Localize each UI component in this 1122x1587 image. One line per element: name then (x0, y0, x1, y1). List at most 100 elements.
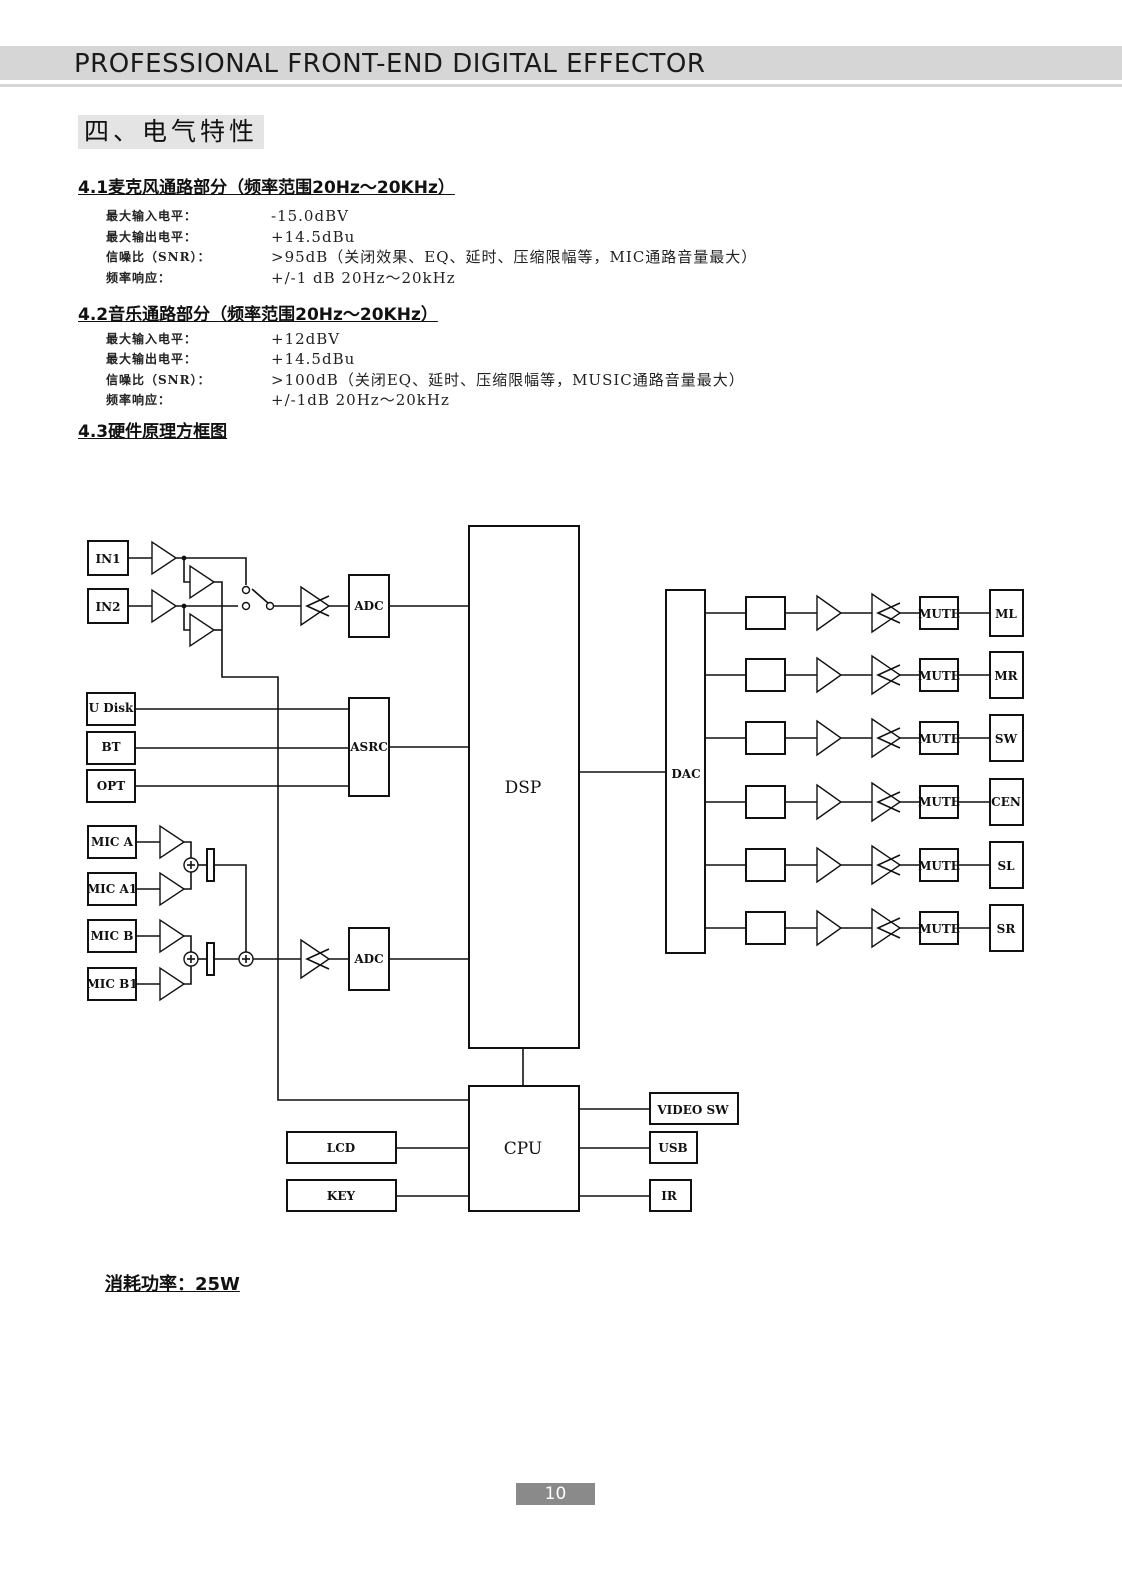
key-box (286, 1179, 397, 1212)
ir-label: IR (661, 1189, 678, 1203)
wire (183, 606, 190, 631)
video-sw-label: VIDEO SW (656, 1103, 729, 1117)
spec-value: +14.5dBu (271, 350, 356, 368)
spec-value: -15.0dBV (271, 207, 349, 225)
music-section-heading: 4.2音乐通路部分（频率范围20Hz～20KHz） (78, 305, 438, 325)
mute-block (919, 848, 959, 882)
amplifier-symbol (816, 719, 843, 757)
output-box (989, 714, 1024, 762)
input-label-mic-a: MIC A (91, 835, 134, 849)
mute-block (919, 785, 959, 819)
in1-box (87, 540, 129, 576)
asrc-block (348, 697, 390, 797)
wire (184, 872, 192, 890)
cpu-label: CPU (504, 1139, 542, 1159)
filter-block (745, 848, 786, 882)
amplifier-symbol (300, 585, 331, 627)
in2-box (87, 588, 129, 624)
amplifier-inner (876, 727, 901, 749)
amplifier-symbol (816, 594, 843, 632)
wire (184, 935, 192, 952)
amplifier-symbol (816, 783, 843, 821)
amplifier-inner (876, 602, 901, 624)
input-label-mic-b: MIC B (91, 929, 134, 943)
mic-a1-box (87, 872, 137, 906)
key-label: KEY (327, 1189, 356, 1203)
mic-section-heading: 4.1麦克风通路部分（频率范围20Hz～20KHz） (78, 178, 455, 198)
spec-label: 最大输入电平： (106, 209, 198, 223)
switch-contact (241, 585, 251, 595)
usb-box (649, 1131, 698, 1164)
wire (184, 841, 192, 858)
output-label-sl: SL (997, 859, 1015, 873)
udisk-box (86, 692, 136, 726)
lcd-box (286, 1131, 397, 1164)
header-rule (0, 84, 1122, 87)
cpu-block (468, 1085, 580, 1212)
input-label-bt: BT (101, 740, 120, 754)
mute-block (919, 721, 959, 755)
amplifier-symbol (189, 564, 216, 600)
amplifier-inner (876, 917, 901, 939)
mic-b1-box (87, 967, 137, 1001)
output-label-sr: SR (997, 922, 1017, 936)
lcd-label: LCD (327, 1141, 355, 1155)
spec-value: +12dBV (271, 330, 341, 348)
wire (176, 557, 247, 585)
power-consumption: 消耗功率：25W (105, 1274, 240, 1295)
ir-box (649, 1179, 692, 1212)
adc-label-bottom: ADC (353, 952, 383, 966)
spec-value: >95dB（关闭效果、EQ、延时、压缩限幅等，MIC通路音量最大） (271, 248, 758, 266)
mute-label: MUTE (918, 732, 960, 746)
output-label-ml: ML (995, 607, 1017, 621)
amplifier-symbol (871, 592, 902, 634)
input-label-mic-a1: MIC A1 (87, 882, 137, 896)
amplifier-inner (876, 854, 901, 876)
filter-block (745, 785, 786, 819)
spec-label: 最大输出电平： (106, 230, 198, 244)
mic-b-box (87, 919, 137, 953)
amplifier-inner (305, 595, 330, 617)
amplifier-symbol (871, 717, 902, 759)
input-label-mic-b1: MIC B1 (86, 977, 137, 991)
output-box (989, 904, 1024, 952)
adc-label-top: ADC (353, 599, 383, 613)
junction-dot (181, 555, 187, 561)
mute-block (919, 911, 959, 945)
output-label-sw: SW (995, 732, 1018, 746)
amplifier-inner (876, 791, 901, 813)
spec-label: 频率响应： (106, 393, 172, 407)
spec-value: >100dB（关闭EQ、延时、压缩限幅等，MUSIC通路音量最大） (271, 371, 745, 389)
mute-label: MUTE (918, 795, 960, 809)
mute-label: MUTE (918, 922, 960, 936)
amplifier-symbol (871, 654, 902, 696)
diagram-heading: 4.3硬件原理方框图 (78, 422, 228, 442)
amplifier-symbol (151, 540, 178, 576)
output-box (989, 651, 1024, 699)
spec-value: +/-1 dB 20Hz～20kHz (271, 269, 456, 287)
input-label-in1: IN1 (96, 552, 121, 566)
mic-a-box (87, 825, 137, 859)
spec-label: 信噪比（SNR）： (106, 373, 211, 387)
mute-label: MUTE (918, 859, 960, 873)
mic-a-volume (206, 848, 215, 882)
diagram-labels: IN1 IN2 ADC U Disk BT OPT ASRC MIC A MIC… (86, 552, 1020, 1203)
amplifier-symbol (816, 846, 843, 884)
output-box (989, 589, 1024, 637)
wire (183, 558, 190, 583)
mute-label: MUTE (918, 669, 960, 683)
filter-block (745, 658, 786, 692)
output-label-mr: MR (994, 669, 1018, 683)
amplifier-symbol (816, 909, 843, 947)
amplifier-symbol (871, 781, 902, 823)
wire (214, 864, 247, 952)
spec-value: +/-1dB 20Hz～20kHz (271, 391, 450, 409)
filter-block (745, 911, 786, 945)
amplifier-symbol (816, 656, 843, 694)
wire (184, 966, 192, 985)
page-number: 10 (516, 1483, 595, 1505)
amplifier-symbol (151, 588, 178, 624)
amplifier-symbol (871, 844, 902, 886)
diagram-parts (86, 525, 1024, 1212)
